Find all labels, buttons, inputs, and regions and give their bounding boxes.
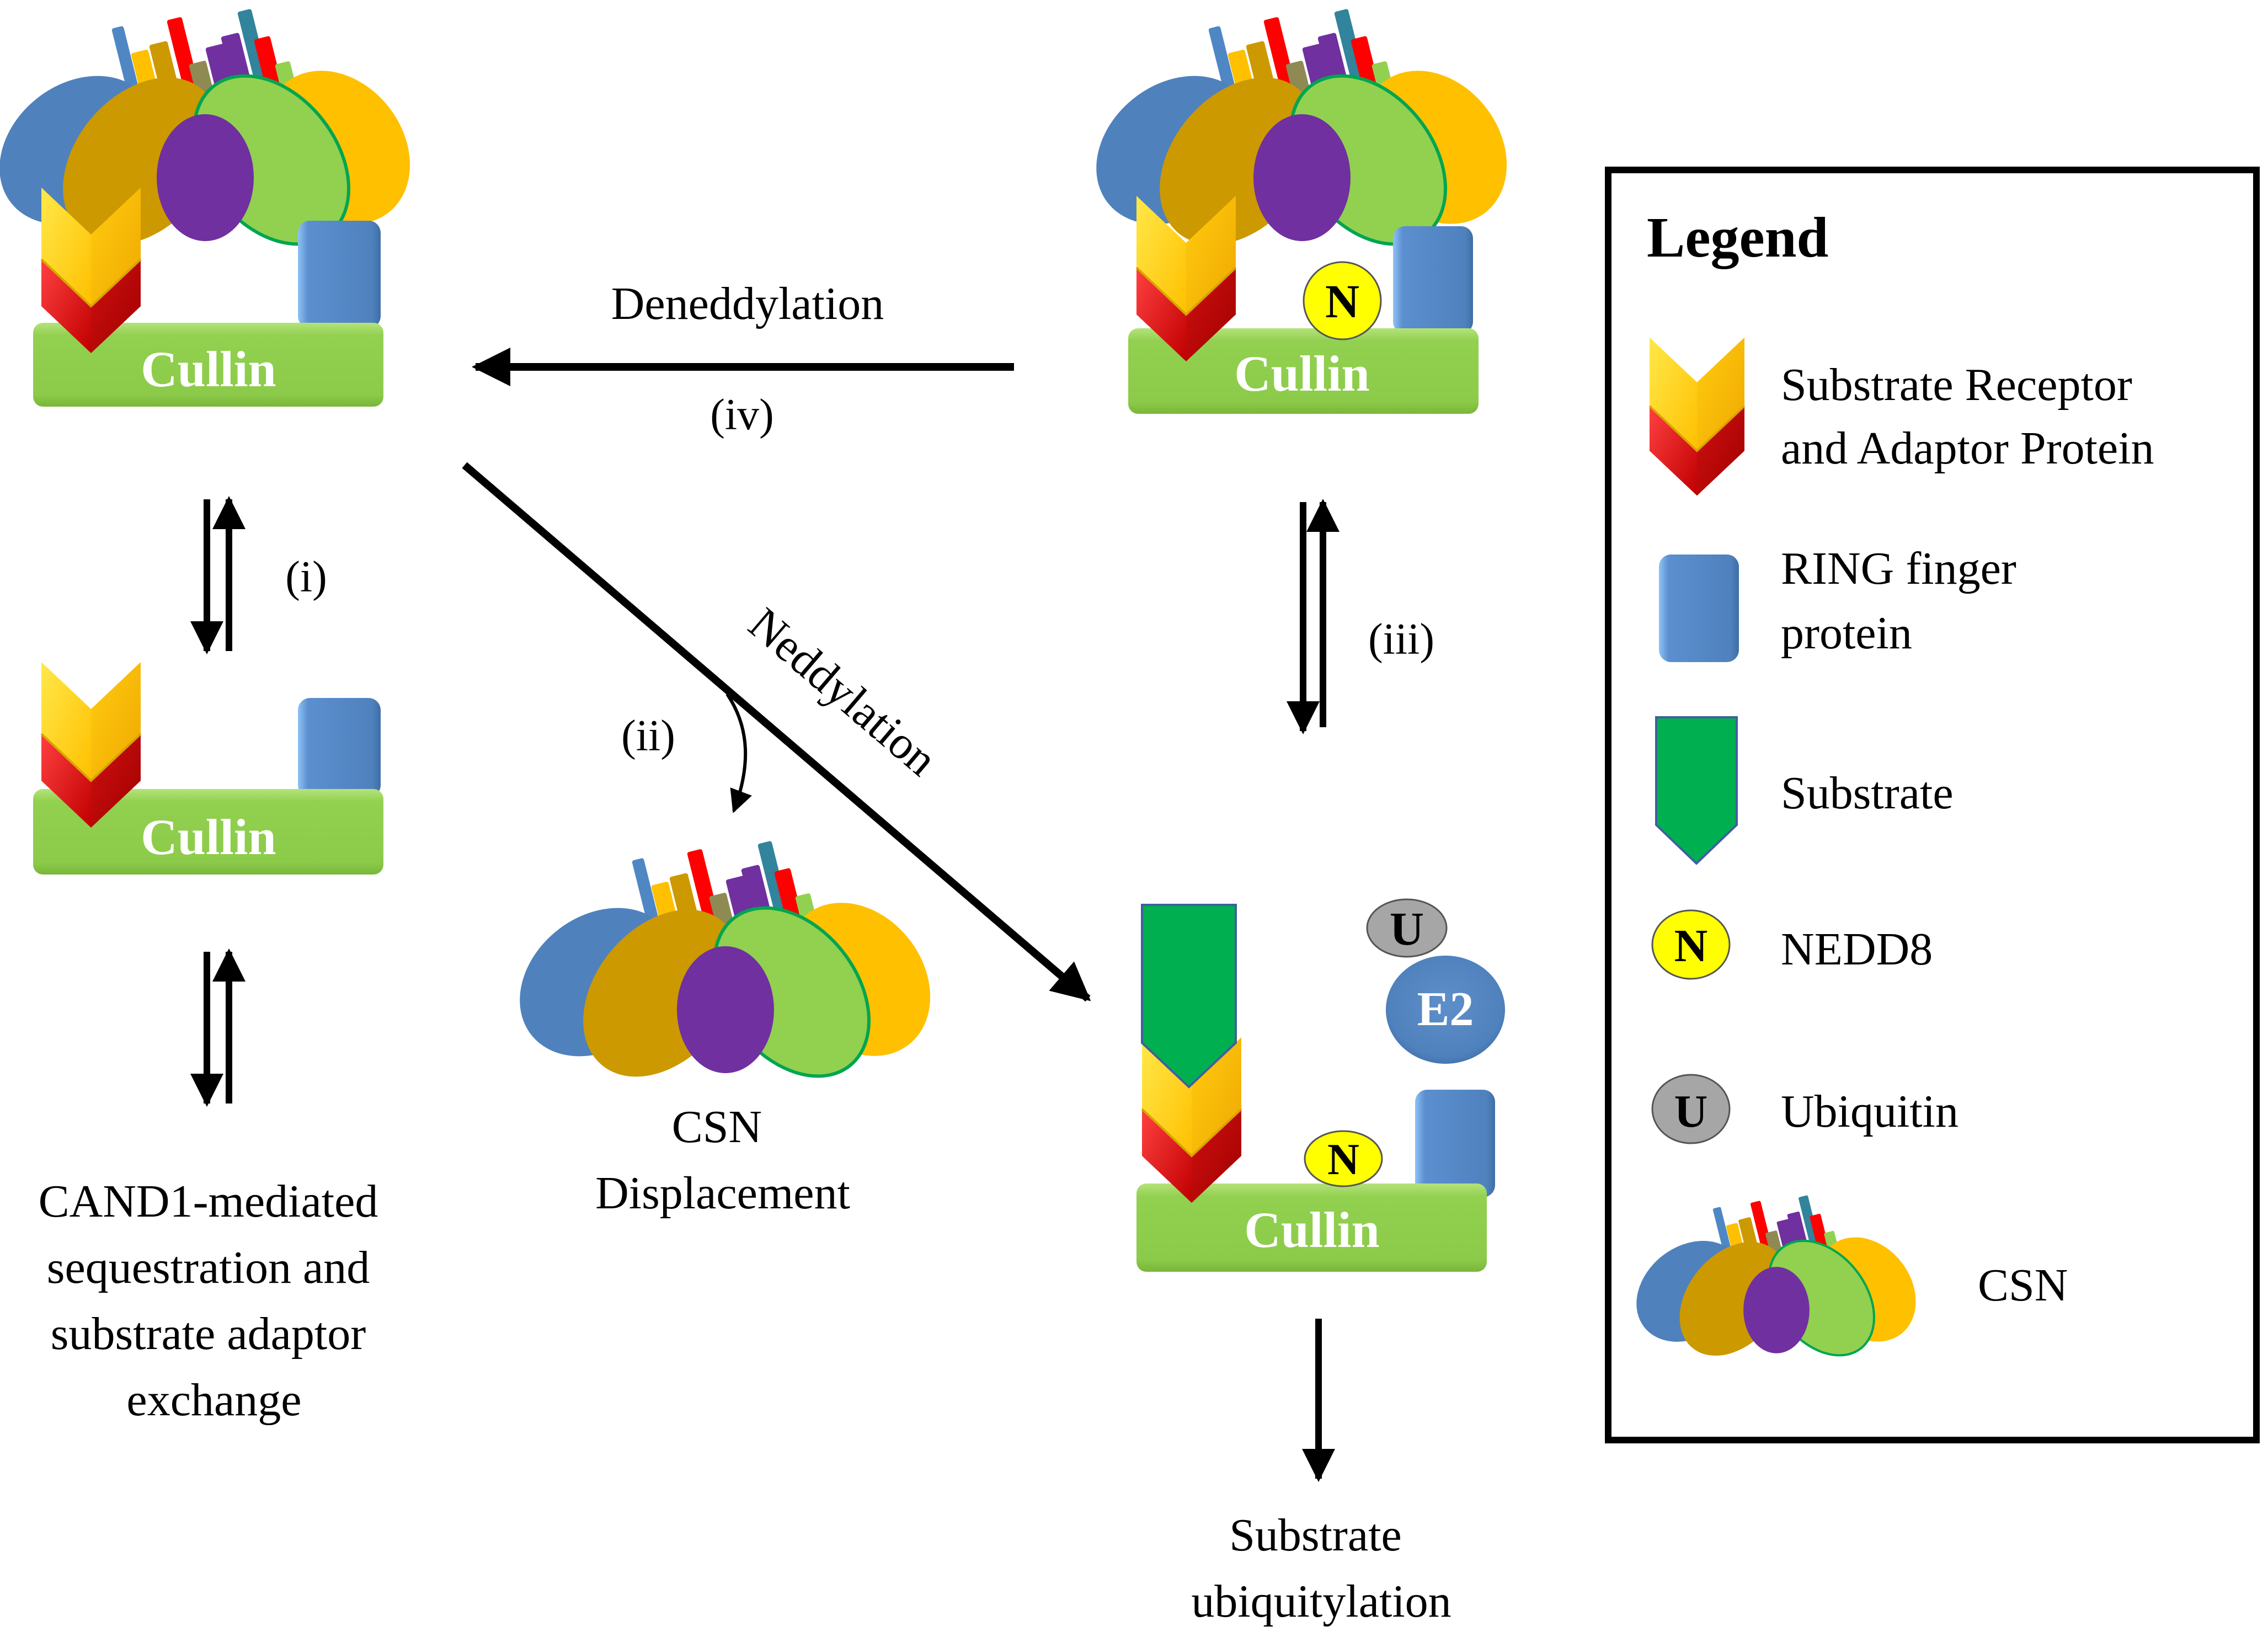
csn-displacement-label: CSN Displacement — [595, 1101, 850, 1219]
svg-text:Ubiquitin: Ubiquitin — [1781, 1086, 1959, 1137]
ring-finger-protein — [298, 221, 381, 328]
complex-top-right: N Cullin — [1067, 9, 1536, 414]
svg-text:N: N — [1674, 920, 1708, 972]
ring-finger-protein — [1415, 1090, 1495, 1197]
svg-text:CSN: CSN — [1978, 1260, 2068, 1311]
ubiquitin-badge: U — [1366, 898, 1448, 958]
equilibrium-arrows-cand1 — [190, 948, 246, 1107]
substrate — [1141, 904, 1237, 1089]
svg-text:N: N — [1327, 1135, 1359, 1184]
nedd8-badge: N — [1304, 1130, 1383, 1187]
svg-text:U: U — [1390, 902, 1424, 955]
step-i-label: (i) — [285, 553, 327, 601]
complex-top-left: Cullin — [0, 9, 440, 407]
legend-item-ring-finger: RING finger protein — [1659, 543, 2028, 662]
ring-finger-protein — [298, 698, 381, 797]
step-ii-label: (ii) — [621, 712, 675, 760]
cullin-bar — [33, 789, 383, 875]
svg-text:N: N — [1325, 275, 1359, 328]
legend: Legend Substrate Receptor and Adaptor Pr… — [1605, 167, 2260, 1443]
svg-text:RING finger protein: RING finger protein — [1781, 543, 2028, 659]
legend-item-substrate-receptor: Substrate Receptor and Adaptor Protein — [1648, 336, 2154, 497]
legend-item-csn: CSN — [1616, 1195, 2068, 1377]
cullin-bar — [1128, 328, 1479, 414]
svg-text:NEDD8: NEDD8 — [1781, 924, 1933, 975]
svg-text:E2: E2 — [1417, 983, 1474, 1036]
neddylation-arrow — [462, 462, 1091, 1002]
cullin-label: Cullin — [1244, 1202, 1379, 1258]
cand1-sequestration-label: CAND1-mediated sequestration and substra… — [39, 1176, 390, 1426]
complex-middle-left: Cullin — [33, 661, 383, 875]
equilibrium-arrows-i — [190, 496, 246, 654]
nedd8-badge: N — [1303, 261, 1382, 340]
substrate-icon — [1655, 716, 1738, 865]
svg-text:Substrate: Substrate — [1781, 767, 1954, 819]
svg-text:U: U — [1674, 1086, 1708, 1137]
cullin-label: Cullin — [141, 809, 276, 865]
legend-item-ubiquitin: U Ubiquitin — [1651, 1074, 1959, 1144]
equilibrium-arrows-iii — [1287, 499, 1340, 734]
svg-text:Substrate Receptor and: Substrate Receptor and Adaptor Protein — [1781, 359, 2154, 474]
step-iv-label: (iv) — [710, 391, 774, 439]
deneddylation-label: Deneddylation — [611, 278, 884, 329]
cullin-bar — [33, 323, 383, 407]
e2-enzyme: E2 — [1386, 956, 1505, 1064]
csn-complex-displaced — [490, 841, 960, 1108]
csn-displacement-arrow — [725, 693, 752, 813]
cullin-bar — [1136, 1183, 1487, 1272]
cullin-label: Cullin — [141, 341, 276, 397]
ring-finger-protein — [1393, 226, 1473, 334]
complex-bottom-right: U E2 N Cullin — [1136, 898, 1505, 1272]
legend-item-substrate: Substrate — [1655, 716, 1954, 865]
nedd8-icon: N — [1651, 909, 1731, 980]
substrate-ubiquitylation-label: Substrate ubiquitylation — [1191, 1510, 1451, 1627]
ring-finger-icon — [1659, 555, 1739, 662]
legend-item-nedd8: N NEDD8 — [1651, 909, 1933, 980]
legend-title: Legend — [1647, 206, 1828, 269]
ubiquitin-icon: U — [1651, 1074, 1731, 1144]
step-iii-label: (iii) — [1368, 615, 1434, 664]
cullin-label: Cullin — [1234, 345, 1369, 402]
neddylation-label: Neddylation — [739, 598, 947, 786]
